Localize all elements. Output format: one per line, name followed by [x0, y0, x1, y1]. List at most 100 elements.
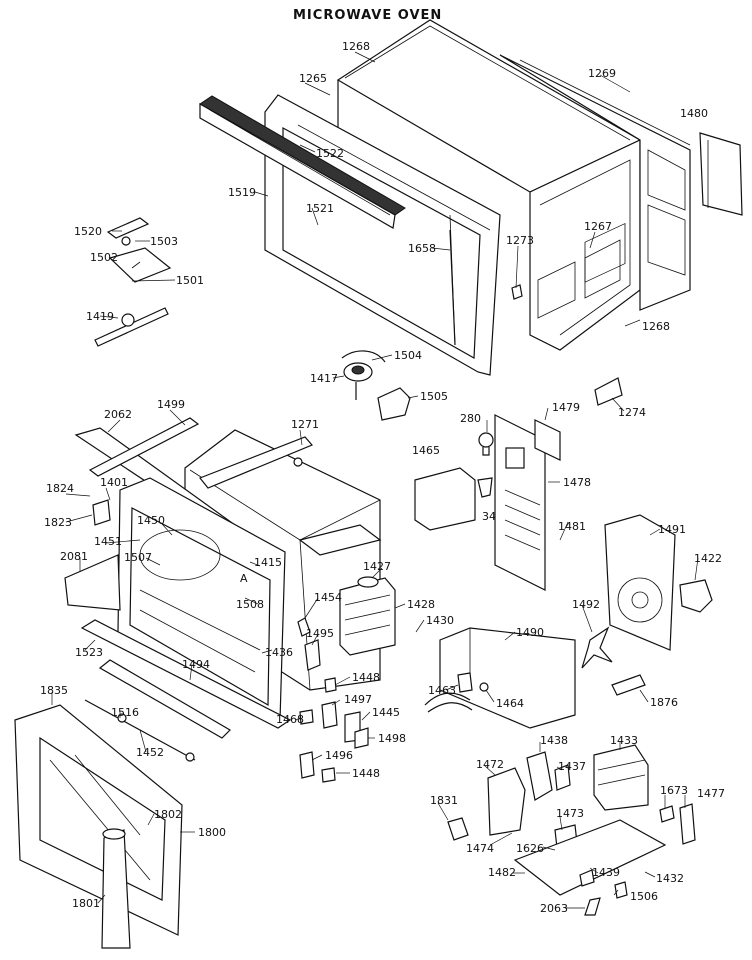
part-1876: [611, 674, 646, 696]
label-280: 280: [460, 412, 481, 425]
label-1468: 1468: [276, 713, 304, 726]
label-1505: 1505: [420, 390, 448, 403]
part-labels: 1268 1265 1269 1522 1480 1519 1521 1520 …: [40, 40, 725, 915]
label-1454: 1454: [314, 591, 342, 604]
label-1495: 1495: [306, 627, 334, 640]
label-1479: 1479: [552, 401, 580, 414]
label-1433: 1433: [610, 734, 638, 747]
vent-panel: [494, 414, 561, 591]
oven-door: [14, 704, 183, 936]
label-1445: 1445: [372, 706, 400, 719]
label-1502: 1502: [90, 251, 118, 264]
label-1480: 1480: [680, 107, 708, 120]
label-1265: 1265: [299, 72, 327, 85]
label-1436: 1436: [265, 646, 293, 659]
label-1497: 1497: [344, 693, 372, 706]
label-1477: 1477: [697, 787, 725, 800]
part-1274: [594, 377, 623, 406]
label-1271: 1271: [291, 418, 319, 431]
label-1274: 1274: [618, 406, 646, 419]
label-1658: 1658: [408, 242, 436, 255]
label-1496: 1496: [325, 749, 353, 762]
label-mark-a: A: [240, 572, 248, 585]
label-1876: 1876: [650, 696, 678, 709]
vent-strip: [199, 95, 406, 229]
part-1823: [92, 499, 111, 526]
label-1472: 1472: [476, 758, 504, 771]
label-1474: 1474: [466, 842, 494, 855]
label-1464: 1464: [496, 697, 524, 710]
label-1417: 1417: [310, 372, 338, 385]
label-1626: 1626: [516, 842, 544, 855]
label-1508: 1508: [236, 598, 264, 611]
label-1432: 1432: [656, 872, 684, 885]
label-1419: 1419: [86, 310, 114, 323]
label-1520: 1520: [74, 225, 102, 238]
outer-cabinet: [336, 19, 642, 351]
cabinet-back-panel: [499, 54, 691, 311]
label-1267: 1267: [584, 220, 612, 233]
label-1490: 1490: [516, 626, 544, 639]
label-1450: 1450: [137, 514, 165, 527]
label-1401: 1401: [100, 476, 128, 489]
label-1448: 1448: [352, 767, 380, 780]
label-1507: 1507: [124, 551, 152, 564]
label-1422: 1422: [694, 552, 722, 565]
label-1491: 1491: [658, 523, 686, 536]
label-1465: 1465: [412, 444, 440, 457]
leader-lines: [51, 51, 699, 909]
top-brace: [199, 436, 314, 489]
label-2063: 2063: [540, 902, 568, 915]
label-1835: 1835: [40, 684, 68, 697]
label-1452: 1452: [136, 746, 164, 759]
label-1478: 1478: [563, 476, 591, 489]
label-1273: 1273: [506, 234, 534, 247]
label-1492: 1492: [572, 598, 600, 611]
oven-lamp: [477, 432, 494, 498]
label-1831: 1831: [430, 794, 458, 807]
label-1268: 1268: [642, 320, 670, 333]
fan-blade: [581, 626, 613, 669]
label-1516: 1516: [111, 706, 139, 719]
bottom-trim: [80, 619, 292, 739]
part-1480-bracket: [699, 132, 743, 216]
label-1673: 1673: [660, 784, 688, 797]
label-1269: 1269: [588, 67, 616, 80]
stirrer-assembly: [94, 217, 172, 347]
door-handle: [101, 828, 131, 949]
label-1519: 1519: [228, 186, 256, 199]
label-1451: 1451: [94, 535, 122, 548]
label-1802: 1802: [154, 808, 182, 821]
label-1501: 1501: [176, 274, 204, 287]
label-1428: 1428: [407, 598, 435, 611]
label-1522: 1522: [316, 147, 344, 160]
label-2062: 2062: [104, 408, 132, 421]
label-1801: 1801: [72, 897, 100, 910]
label-1448: 1448: [352, 671, 380, 684]
wiring-harness: [424, 672, 489, 713]
label-1499: 1499: [157, 398, 185, 411]
label-1503: 1503: [150, 235, 178, 248]
fan-motor: [679, 579, 713, 613]
interlock-parts: [297, 617, 369, 783]
label-1463: 1463: [428, 684, 456, 697]
base-bracket: [439, 627, 576, 729]
label-1823: 1823: [44, 516, 72, 529]
magnetron: [339, 576, 396, 656]
label-1427: 1427: [363, 560, 391, 573]
label-1473: 1473: [556, 807, 584, 820]
front-face-panel: [117, 477, 286, 721]
label-1430: 1430: [426, 614, 454, 627]
label-1800: 1800: [198, 826, 226, 839]
part-1465: [414, 467, 476, 531]
label-1494: 1494: [182, 658, 210, 671]
small-parts-upper: [449, 229, 523, 346]
label-1268: 1268: [342, 40, 370, 53]
label-1521: 1521: [306, 202, 334, 215]
label-1506: 1506: [630, 890, 658, 903]
label-1523: 1523: [75, 646, 103, 659]
label-1437: 1437: [558, 760, 586, 773]
label-2081: 2081: [60, 550, 88, 563]
label-1438: 1438: [540, 734, 568, 747]
label-1824: 1824: [46, 482, 74, 495]
